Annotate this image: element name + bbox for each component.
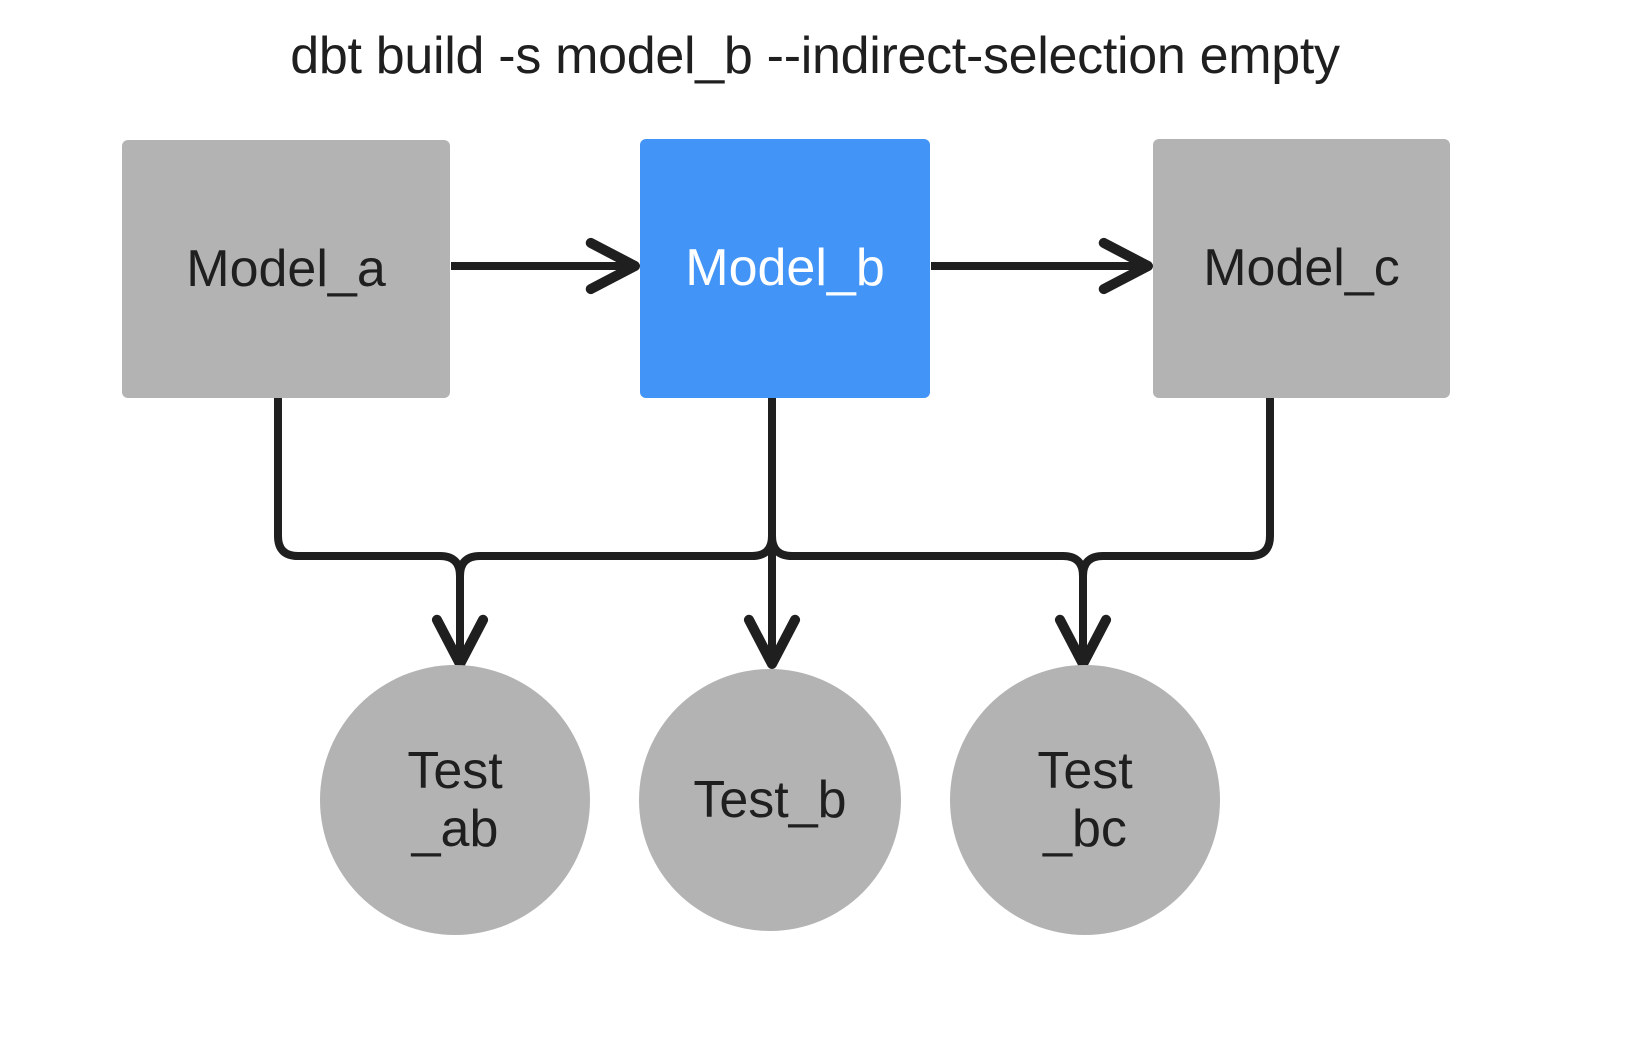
edge-model-b-to-test-bc xyxy=(768,398,1112,670)
edge-model-b-to-test-ab xyxy=(456,398,776,577)
edge-model-a-to-test-ab xyxy=(274,398,489,670)
node-model-c[interactable]: Model_c xyxy=(1153,139,1450,398)
node-test-bc-label: Test _bc xyxy=(1037,741,1133,858)
node-test-ab-label: Test _ab xyxy=(407,741,503,858)
node-model-c-label: Model_c xyxy=(1203,239,1400,298)
node-test-b[interactable]: Test_b xyxy=(639,669,901,931)
edge-model-c-to-test-bc xyxy=(1079,398,1274,577)
node-model-a[interactable]: Model_a xyxy=(122,140,450,398)
node-model-a-label: Model_a xyxy=(186,239,386,298)
node-test-ab[interactable]: Test _ab xyxy=(320,665,590,935)
node-test-b-label: Test_b xyxy=(693,770,847,829)
node-model-b-label: Model_b xyxy=(685,239,885,298)
node-test-bc[interactable]: Test _bc xyxy=(950,665,1220,935)
node-model-b[interactable]: Model_b xyxy=(640,139,930,398)
